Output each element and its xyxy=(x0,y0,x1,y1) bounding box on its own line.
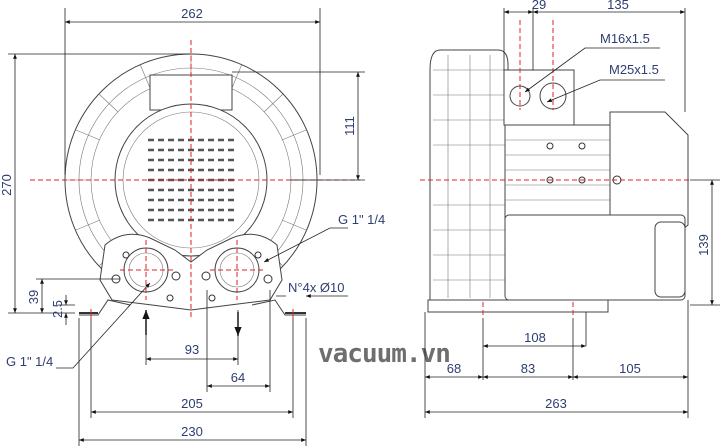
side-view: 29 135 M16x1.5 M25x1.5 139 108 68 83 105… xyxy=(420,0,720,418)
label-m16-gland: M16x1.5 xyxy=(600,31,650,46)
label-mounting-holes: N°4x Ø10 xyxy=(288,280,345,295)
dim-flange-height: 39 xyxy=(26,290,41,304)
dim-overall-height: 270 xyxy=(0,174,14,196)
dim-overall-length: 263 xyxy=(545,396,567,411)
motor-body xyxy=(504,124,611,221)
dim-foot-hole-inner: 64 xyxy=(231,370,245,385)
dim-hole-to-end: 105 xyxy=(619,361,641,376)
dim-overall-width: 262 xyxy=(181,6,203,21)
dim-cable-gland-offset: 29 xyxy=(532,0,546,12)
dim-front-to-hole: 68 xyxy=(447,361,461,376)
dim-center-to-motor-top: 111 xyxy=(342,116,357,136)
dim-port-spacing: 93 xyxy=(185,342,199,357)
dim-foot-thickness: 2.5 xyxy=(50,300,65,318)
mounting-feet xyxy=(79,299,306,316)
dim-hole-to-hole: 83 xyxy=(521,361,535,376)
dim-center-height: 139 xyxy=(696,234,711,256)
watermark-logo: vacuum.vn xyxy=(318,339,450,369)
label-outlet-thread: G 1" 1/4 xyxy=(338,212,385,227)
front-view: 262 270 111 39 2.5 93 64 205 230 G 1" 1/… xyxy=(0,6,385,446)
base-plate xyxy=(427,299,609,313)
dim-gland-to-end: 135 xyxy=(607,0,629,12)
impeller-housing xyxy=(429,49,509,301)
dim-foot-width: 230 xyxy=(181,424,203,439)
label-m25-gland: M25x1.5 xyxy=(609,62,659,77)
dim-foot-hole-spacing: 205 xyxy=(181,396,203,411)
dim-side-foot-hole-spacing: 108 xyxy=(524,330,546,345)
label-inlet-thread: G 1" 1/4 xyxy=(6,354,53,369)
